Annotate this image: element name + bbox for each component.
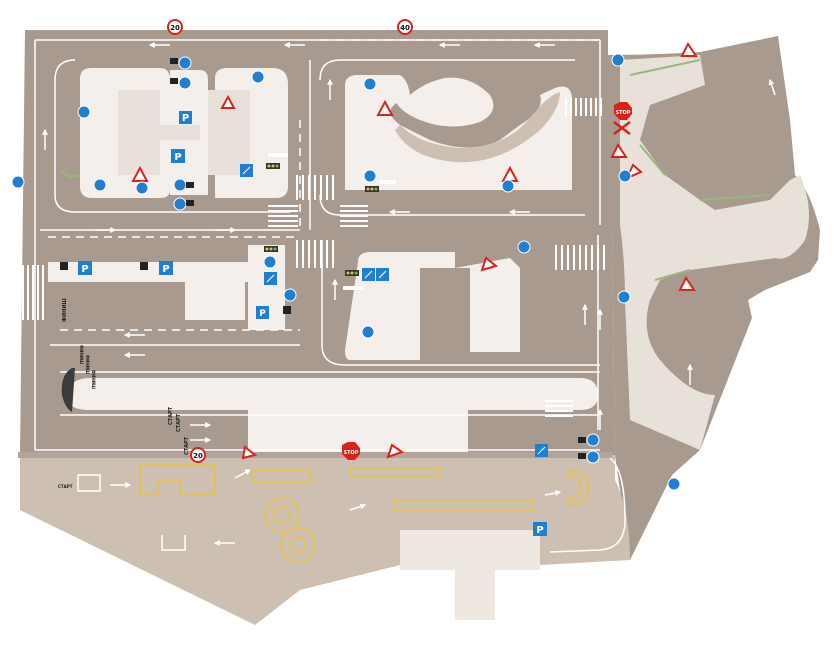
traffic-light-icon <box>264 246 278 252</box>
speed-limit-sign-40-top: 40 <box>397 19 413 35</box>
parking-icon: P <box>179 111 192 124</box>
mandatory-direction-icon <box>667 477 681 491</box>
warning-triangle-icon <box>220 94 236 109</box>
svg-text:P: P <box>182 113 189 124</box>
mandatory-direction-icon <box>618 169 632 183</box>
zebra-crossings <box>22 98 605 417</box>
parking-icon: P <box>171 149 185 163</box>
start-label-2: СТАРТ <box>176 413 182 432</box>
warning-triangle-icon <box>610 143 628 158</box>
track-labels: СТАРТ СТАРТ СТАРТ ФИНИШ ФИНИШ ФИНИШ ФИНИ… <box>58 298 190 489</box>
warning-triangle-icon <box>131 165 149 182</box>
hedges <box>59 59 771 281</box>
mandatory-direction-icon <box>586 450 600 464</box>
stop-sign-top: STOP <box>614 102 632 120</box>
mandatory-direction-icon <box>617 290 631 304</box>
railroad-crossing-icon <box>613 121 631 135</box>
start-label-3: СТАРТ <box>184 436 190 455</box>
mandatory-direction-icon <box>251 70 265 84</box>
warning-triangle-icon <box>680 42 698 57</box>
svg-text:STOP: STOP <box>344 450 359 456</box>
svg-text:40: 40 <box>400 24 410 32</box>
small-start-label: СТАРТ <box>58 484 73 489</box>
stop-sign-bottom: STOP <box>342 442 360 460</box>
finish-label-3: ФИНИШ <box>85 355 90 374</box>
mandatory-direction-signs <box>11 53 681 491</box>
speed-limit-sign-20-bottom: 20 <box>190 447 206 463</box>
tunnel-shadow <box>61 368 75 412</box>
mandatory-direction-icon <box>501 179 515 193</box>
mandatory-direction-icon <box>11 175 25 189</box>
svg-text:P: P <box>259 309 266 319</box>
mandatory-direction-icon <box>263 255 277 269</box>
training-ground-markings <box>139 464 590 563</box>
lane-markings <box>34 39 626 553</box>
svg-text:P: P <box>81 264 88 275</box>
traffic-light-icon <box>345 270 359 276</box>
warning-triangle-icon <box>241 445 258 460</box>
parking-icon: P <box>78 261 92 275</box>
svg-text:20: 20 <box>170 24 180 32</box>
mandatory-direction-icon <box>363 77 377 91</box>
finish-label-2: ФИНИШ <box>79 345 84 364</box>
warning-triangle-icon <box>480 256 499 272</box>
svg-text:P: P <box>174 152 181 163</box>
parking-icon: P <box>256 306 269 319</box>
mandatory-direction-icon <box>361 325 375 339</box>
mandatory-direction-icon <box>173 197 187 211</box>
mandatory-direction-icon <box>178 56 192 70</box>
mandatory-direction-icon <box>283 288 297 302</box>
traffic-lights <box>264 163 379 276</box>
svg-text:P: P <box>536 525 543 536</box>
speed-limit-sign-20-top: 20 <box>167 19 183 35</box>
svg-text:20: 20 <box>193 452 203 460</box>
training-white-markings <box>77 474 186 551</box>
pedestrian-crossing-icon-figures <box>242 166 546 455</box>
mandatory-direction-icon <box>611 53 625 67</box>
mandatory-direction-icon <box>517 240 531 254</box>
finish-label-4: ФИНИШ <box>91 370 96 389</box>
svg-text:P: P <box>162 264 169 275</box>
warning-triangle-icon <box>376 99 394 116</box>
traffic-light-icon <box>365 186 379 192</box>
mandatory-direction-icon <box>178 76 192 90</box>
start-label-1: СТАРТ <box>168 406 174 425</box>
mandatory-direction-icon <box>135 181 149 195</box>
svg-text:STOP: STOP <box>616 110 631 116</box>
mandatory-direction-icon <box>93 178 107 192</box>
warning-triangle-icon <box>678 276 696 291</box>
mandatory-direction-icon <box>173 178 187 192</box>
traffic-light-icon <box>266 163 280 169</box>
parking-icon: P <box>533 522 547 536</box>
warning-triangle-icon <box>386 443 405 459</box>
parking-icon: P <box>159 261 173 275</box>
finish-label-1: ФИНИШ <box>62 298 68 322</box>
mandatory-direction-icon <box>77 105 91 119</box>
info-plates <box>60 58 586 459</box>
mandatory-direction-icon <box>586 433 600 447</box>
direction-arrows <box>42 42 776 546</box>
mandatory-direction-icon <box>363 169 377 183</box>
parking-signs: P P P P P P <box>78 111 547 536</box>
